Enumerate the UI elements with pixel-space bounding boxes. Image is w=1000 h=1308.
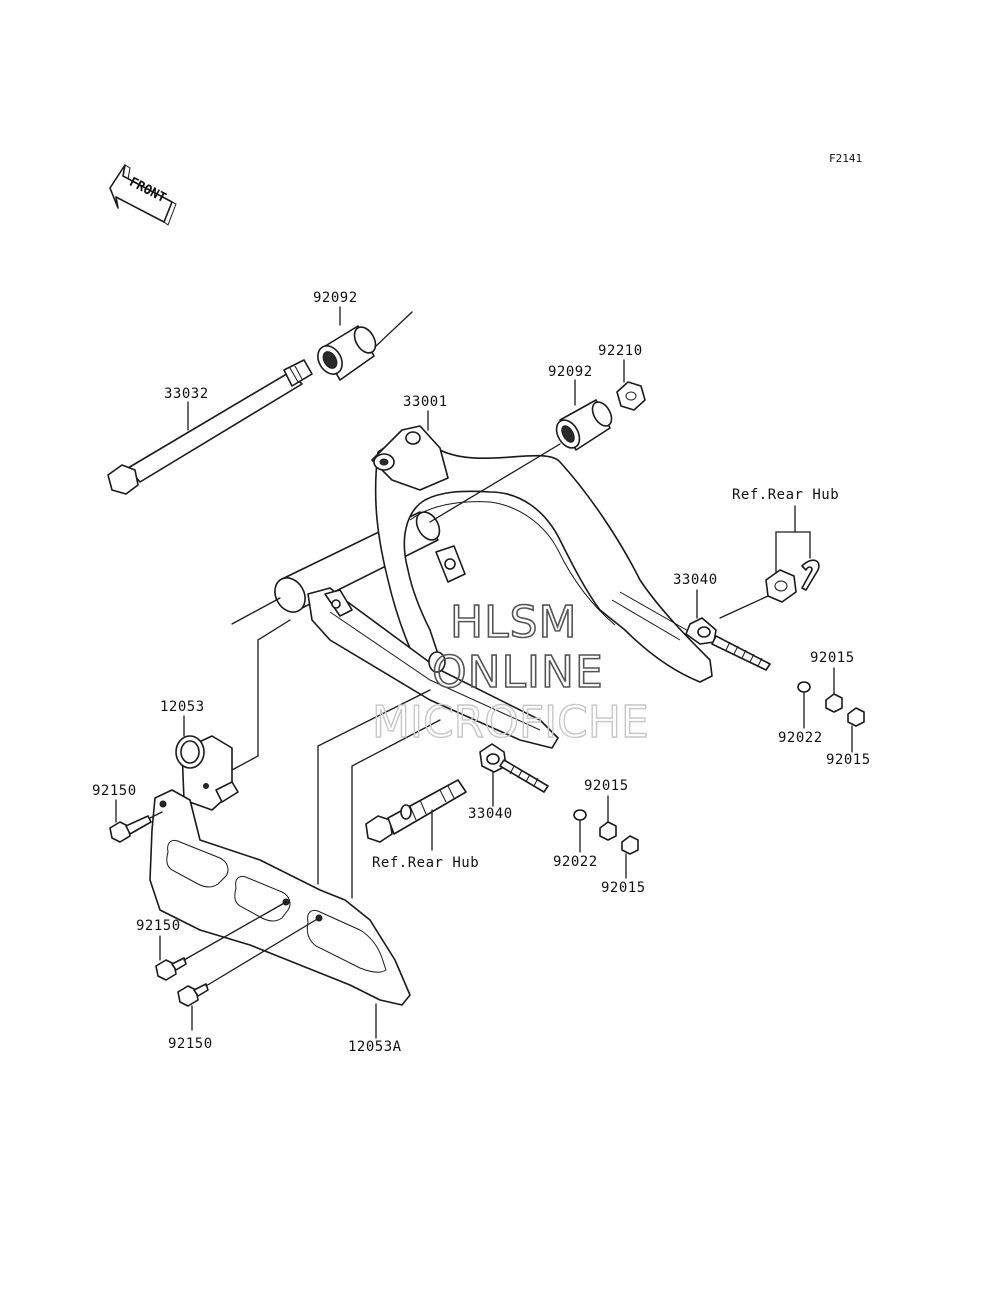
label-92015-d: 92015 bbox=[601, 880, 646, 896]
label-92015-b: 92015 bbox=[826, 752, 871, 768]
bolt-92150-top bbox=[109, 815, 152, 843]
leader-12053-connect bbox=[231, 619, 291, 771]
label-ref-rear-hub-bottom: Ref.Rear Hub bbox=[372, 855, 479, 871]
label-12053A: 12053A bbox=[348, 1039, 402, 1055]
watermark-line3: MICROFICHE bbox=[372, 697, 649, 748]
label-92150-top: 92150 bbox=[92, 783, 137, 799]
cotter-pin bbox=[801, 559, 820, 591]
swingarm-33001 bbox=[274, 425, 713, 749]
axis-92150-top bbox=[149, 811, 163, 819]
washer-92022-left bbox=[573, 809, 587, 821]
label-33001: 33001 bbox=[403, 394, 448, 410]
label-92015-c: 92015 bbox=[584, 778, 629, 794]
label-92150-mid: 92150 bbox=[136, 918, 181, 934]
label-92015-a: 92015 bbox=[810, 650, 855, 666]
label-92092-left: 92092 bbox=[313, 290, 358, 306]
figure-code: F2141 bbox=[829, 152, 862, 165]
label-92022-left: 92022 bbox=[553, 854, 598, 870]
rear-axle bbox=[365, 779, 467, 843]
bushing-92092-right bbox=[555, 399, 613, 451]
label-33040-left: 33040 bbox=[468, 806, 513, 822]
label-92210: 92210 bbox=[598, 343, 643, 359]
nut-92015-d bbox=[621, 835, 639, 855]
chain-adjuster-33040-left bbox=[479, 743, 549, 793]
washer-92022-right bbox=[797, 681, 811, 693]
axis-line-pivot bbox=[231, 597, 281, 625]
axis-line-rear-hub-top bbox=[719, 595, 769, 619]
front-arrow-icon: FRONT bbox=[109, 164, 177, 226]
chain-guide-12053 bbox=[175, 735, 239, 811]
axis-92150-bottom bbox=[205, 917, 320, 987]
label-92092-right: 92092 bbox=[548, 364, 593, 380]
bolt-92150-mid bbox=[155, 957, 187, 981]
nut-92015-b bbox=[847, 707, 865, 727]
label-12053: 12053 bbox=[160, 699, 205, 715]
watermark-line1: HLSM bbox=[450, 597, 578, 648]
leader-guard-connect-2 bbox=[351, 719, 441, 899]
nut-92015-c bbox=[599, 821, 617, 841]
axis-line-pivot-right bbox=[429, 443, 561, 523]
label-92022-right: 92022 bbox=[778, 730, 823, 746]
pivot-shaft-33032 bbox=[107, 359, 313, 495]
bolt-92150-bottom bbox=[177, 983, 209, 1007]
label-92150-bottom: 92150 bbox=[168, 1036, 213, 1052]
chain-adjuster-33040-right bbox=[685, 617, 771, 671]
axle-nut bbox=[765, 569, 797, 603]
bushing-92092-left bbox=[317, 325, 377, 381]
watermark-line2: ONLINE bbox=[432, 647, 604, 698]
axis-line-left bbox=[375, 311, 413, 347]
leader-guard-connect-1 bbox=[317, 689, 431, 885]
label-ref-rear-hub-top: Ref.Rear Hub bbox=[732, 487, 839, 503]
label-33032: 33032 bbox=[164, 386, 209, 402]
nut-92210 bbox=[616, 381, 646, 411]
axis-92150-mid bbox=[183, 901, 287, 961]
nut-92015-a bbox=[825, 693, 843, 713]
label-33040-right: 33040 bbox=[673, 572, 718, 588]
watermark: HLSM ONLINE MICROFICHE bbox=[371, 596, 649, 749]
